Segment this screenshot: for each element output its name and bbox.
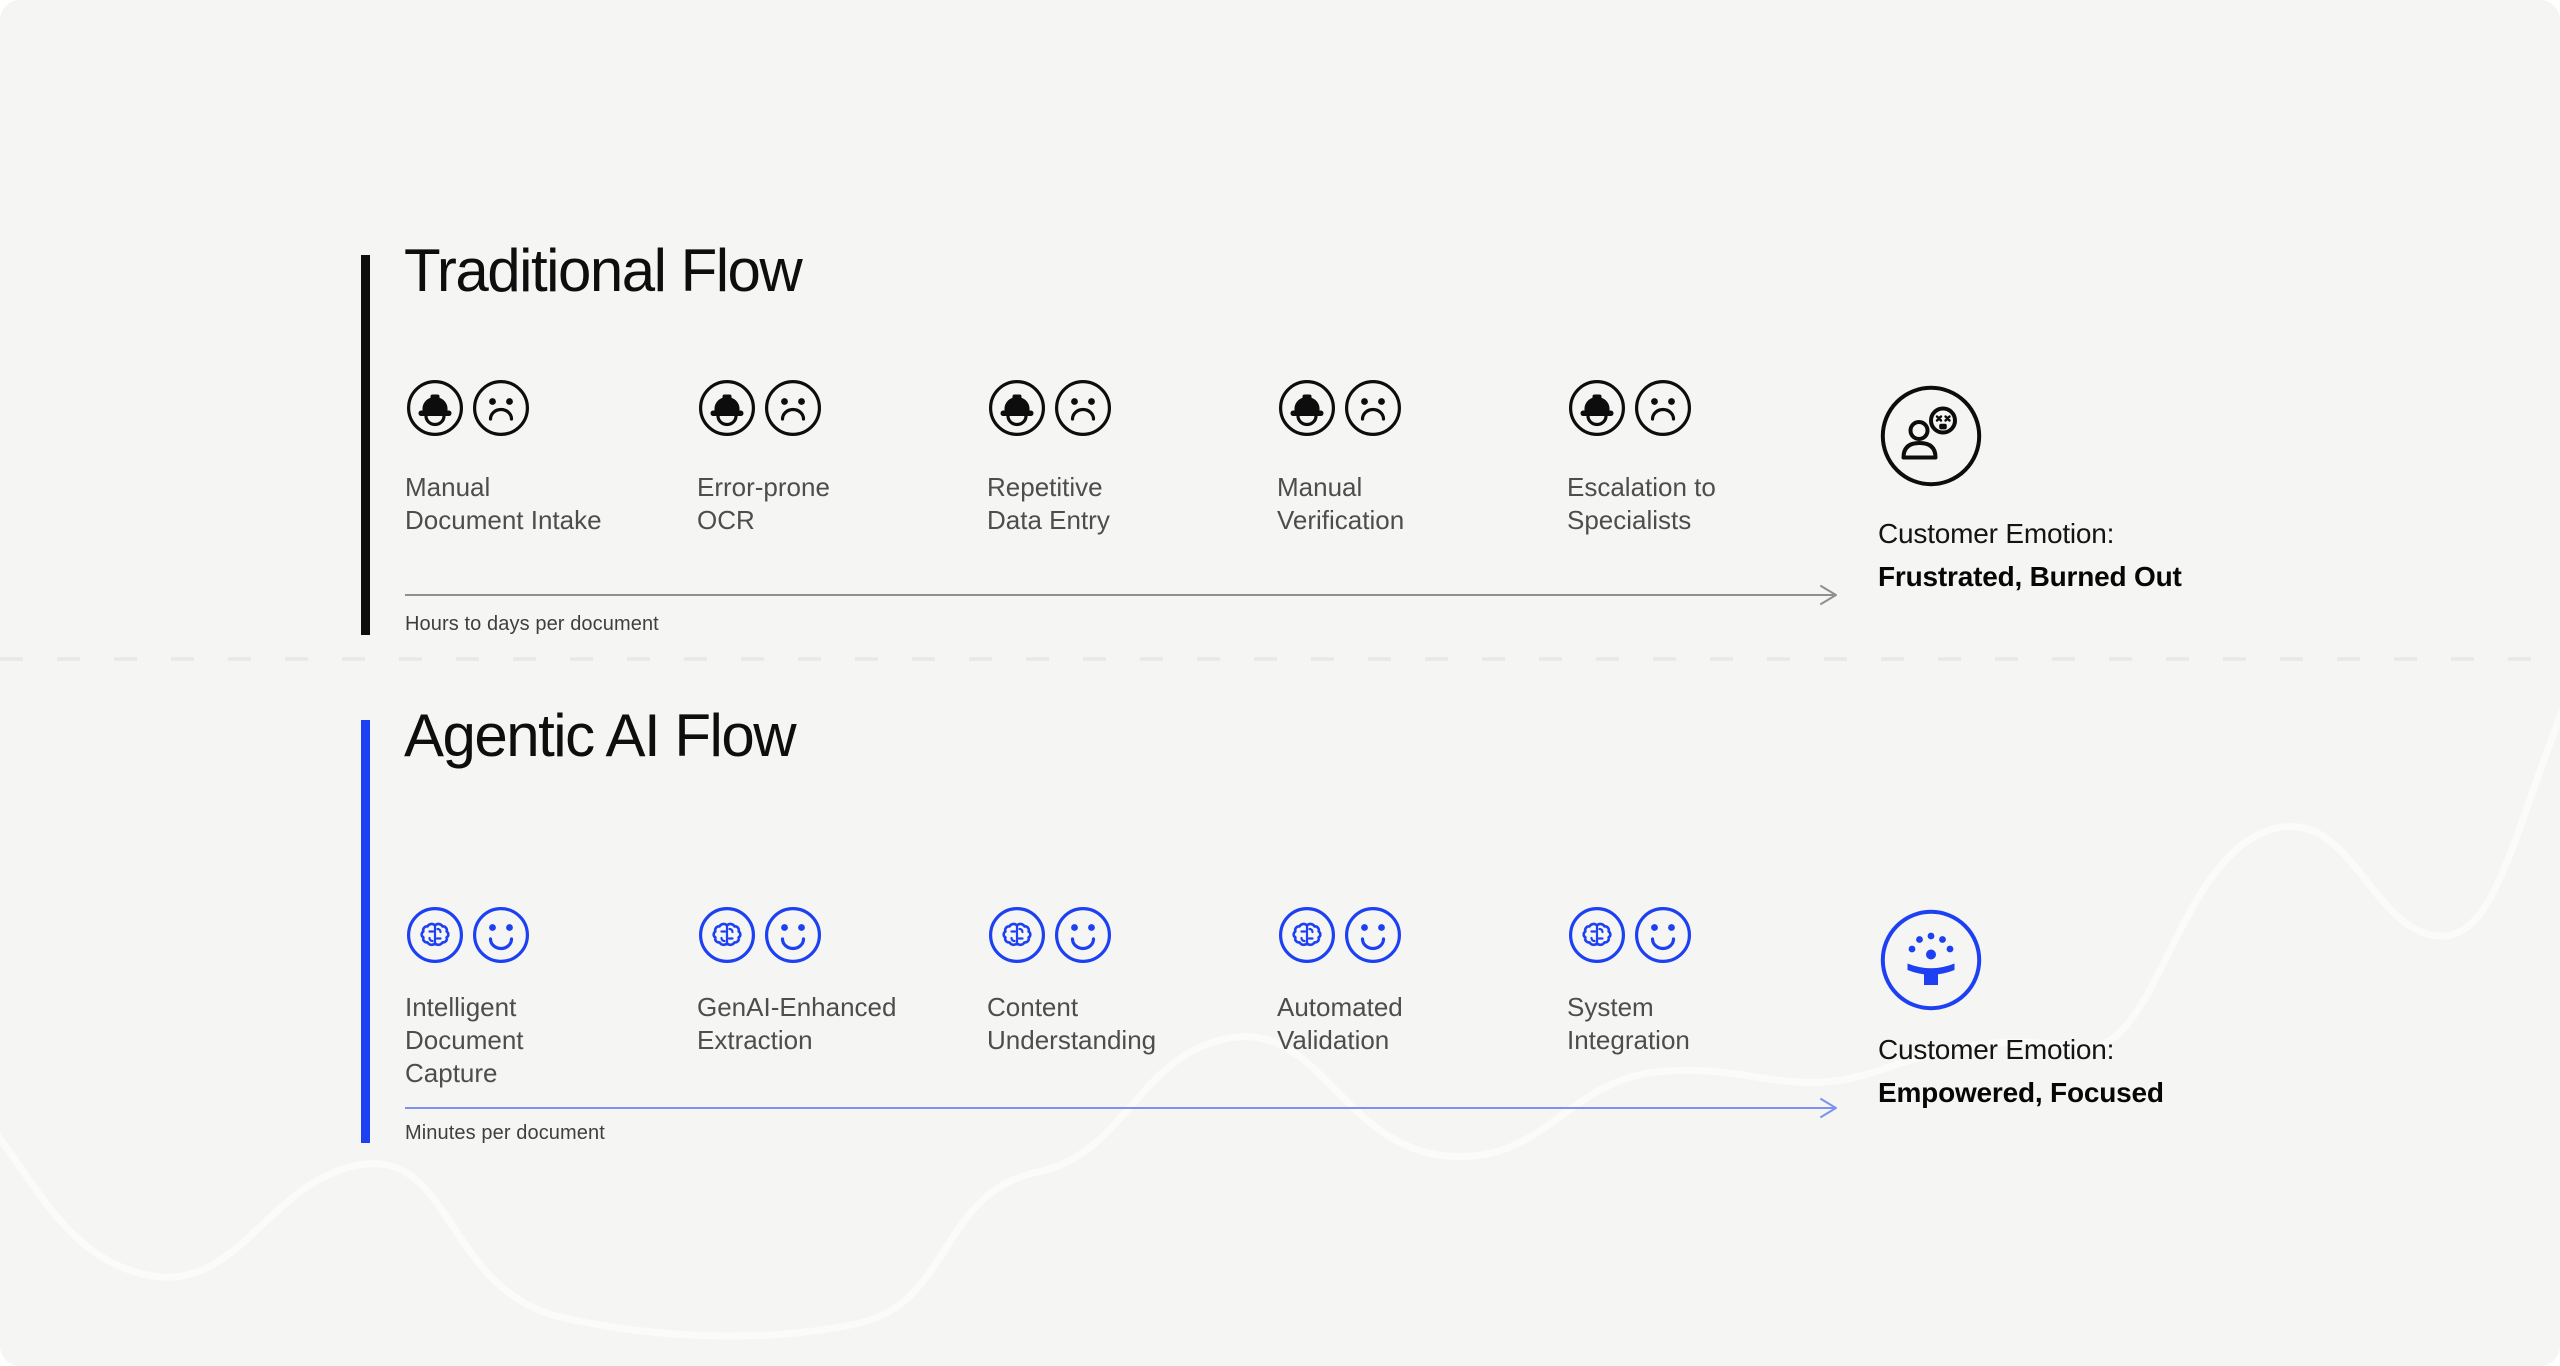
flow-step: Error-prone OCR bbox=[697, 378, 969, 537]
step-label: Escalation to Specialists bbox=[1567, 472, 1716, 535]
customer-emotion-value: Empowered, Focused bbox=[1878, 1077, 2164, 1108]
flow-step: Escalation to Specialists bbox=[1567, 378, 1839, 537]
smiley-face-icon bbox=[1343, 905, 1403, 965]
accent-bar bbox=[361, 720, 370, 1143]
flow-step: System Integration bbox=[1567, 905, 1839, 1057]
step-icon-pair bbox=[987, 905, 1259, 965]
step-label: Content Understanding bbox=[987, 992, 1157, 1055]
flow-step: GenAI-Enhanced Extraction bbox=[697, 905, 969, 1057]
step-icon-pair bbox=[1567, 905, 1839, 965]
step-label: Error-prone OCR bbox=[697, 472, 830, 535]
flow-step: Intelligent Document Capture bbox=[405, 905, 677, 1090]
brain-icon bbox=[987, 905, 1047, 965]
step-icon-pair bbox=[697, 905, 969, 965]
step-label: Manual Verification bbox=[1277, 472, 1405, 535]
step-label: Repetitive Data Entry bbox=[987, 472, 1110, 535]
flow-step: Content Understanding bbox=[987, 905, 1259, 1057]
step-label: System Integration bbox=[1567, 992, 1690, 1055]
flow-step: Automated Validation bbox=[1277, 905, 1549, 1057]
step-icon-pair bbox=[1277, 905, 1549, 965]
empowered-person-icon bbox=[1879, 908, 1983, 1012]
step-icon-pair bbox=[405, 905, 677, 965]
customer-emotion-value: Frustrated, Burned Out bbox=[1878, 561, 2182, 592]
timeline-caption: Minutes per document bbox=[405, 1122, 605, 1144]
customer-emotion-label: Customer Emotion: bbox=[1878, 1034, 2115, 1065]
brain-icon bbox=[1567, 905, 1627, 965]
step-label: Intelligent Document Capture bbox=[405, 992, 524, 1088]
flow-step: Manual Verification bbox=[1277, 378, 1549, 537]
brain-icon bbox=[405, 905, 465, 965]
section-title: Traditional Flow bbox=[404, 237, 803, 304]
smiley-face-icon bbox=[763, 905, 823, 965]
section-title: Agentic AI Flow bbox=[404, 702, 797, 769]
timeline-caption: Hours to days per document bbox=[405, 613, 659, 635]
flow-step: Repetitive Data Entry bbox=[987, 378, 1259, 537]
smiley-face-icon bbox=[1053, 905, 1113, 965]
step-label: GenAI-Enhanced Extraction bbox=[697, 992, 897, 1055]
smiley-face-icon bbox=[471, 905, 531, 965]
step-label: Automated Validation bbox=[1277, 992, 1403, 1055]
step-label: Manual Document Intake bbox=[405, 472, 602, 535]
flow-step: Manual Document Intake bbox=[405, 378, 677, 537]
brain-icon bbox=[1277, 905, 1337, 965]
timeline-arrow bbox=[405, 1094, 1845, 1122]
customer-emotion-label: Customer Emotion: bbox=[1878, 518, 2115, 549]
accent-bar bbox=[361, 255, 370, 635]
brain-icon bbox=[697, 905, 757, 965]
smiley-face-icon bbox=[1633, 905, 1693, 965]
